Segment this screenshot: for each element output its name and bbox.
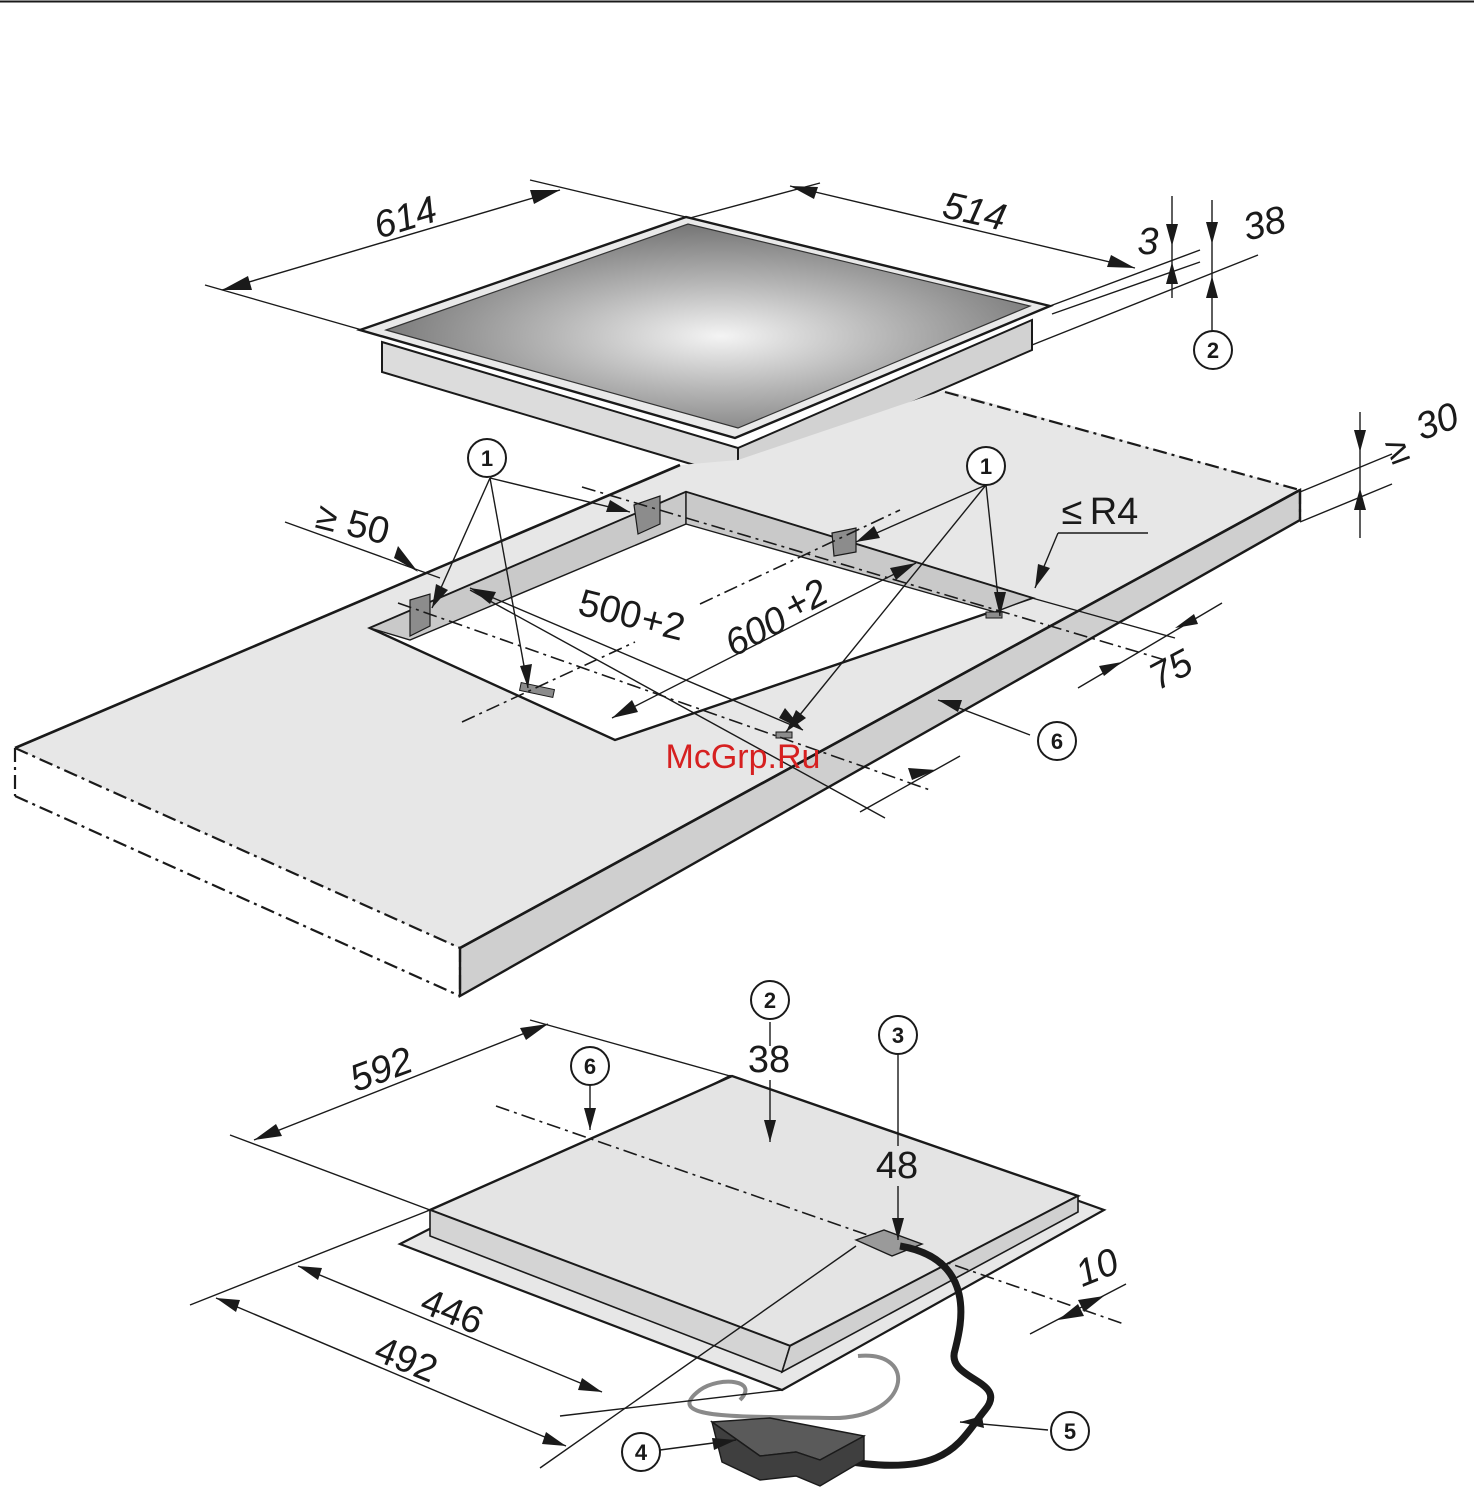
dim-bottom-depth-outer: 492 (369, 1329, 444, 1392)
callout-6-worktop: 6 (1038, 722, 1076, 760)
dim-hob-height: 38 (1239, 199, 1290, 250)
callout-6-bottom: 6 (571, 1047, 609, 1085)
dim-corner-radius-sign: ≤ (1062, 491, 1083, 533)
dim-cutout-offset: 75 (1143, 641, 1201, 698)
svg-text:4: 4 (635, 1440, 648, 1465)
svg-text:2: 2 (1207, 338, 1219, 363)
dim-bottom-height-38: 38 (748, 1039, 790, 1081)
dim-bottom-height-48: 48 (876, 1145, 918, 1187)
svg-text:3: 3 (892, 1023, 904, 1048)
dim-corner-radius: R4 (1090, 491, 1139, 533)
callout-1-left: 1 (468, 439, 506, 477)
dim-front-distance-sign: ≥ (312, 495, 342, 541)
dim-hob-depth: 614 (369, 189, 442, 248)
callout-1-right: 1 (967, 447, 1005, 485)
dim-bottom-width: 592 (344, 1040, 418, 1101)
svg-text:5: 5 (1064, 1419, 1076, 1444)
dim-bottom-depth-inner: 446 (415, 1281, 490, 1344)
dim-hob-width: 514 (939, 184, 1010, 239)
svg-text:6: 6 (584, 1054, 596, 1079)
dim-worktop-thickness: 30 (1410, 395, 1464, 449)
svg-text:6: 6 (1051, 729, 1063, 754)
dim-worktop-thickness-sign: ≥ (1380, 427, 1414, 474)
svg-text:1: 1 (481, 446, 493, 471)
callout-3: 3 (879, 1016, 917, 1054)
callout-2-top: 2 (1194, 331, 1232, 369)
svg-text:1: 1 (980, 454, 992, 479)
dim-bottom-edge: 10 (1070, 1241, 1125, 1296)
svg-text:2: 2 (764, 988, 776, 1013)
callout-4: 4 (622, 1433, 660, 1471)
hob-bottom-view (400, 1076, 1124, 1486)
watermark: McGrp.Ru (666, 738, 821, 776)
callout-5: 5 (1051, 1412, 1089, 1450)
dim-glass-thickness: 3 (1137, 221, 1158, 263)
callout-2-bottom: 2 (751, 981, 789, 1019)
